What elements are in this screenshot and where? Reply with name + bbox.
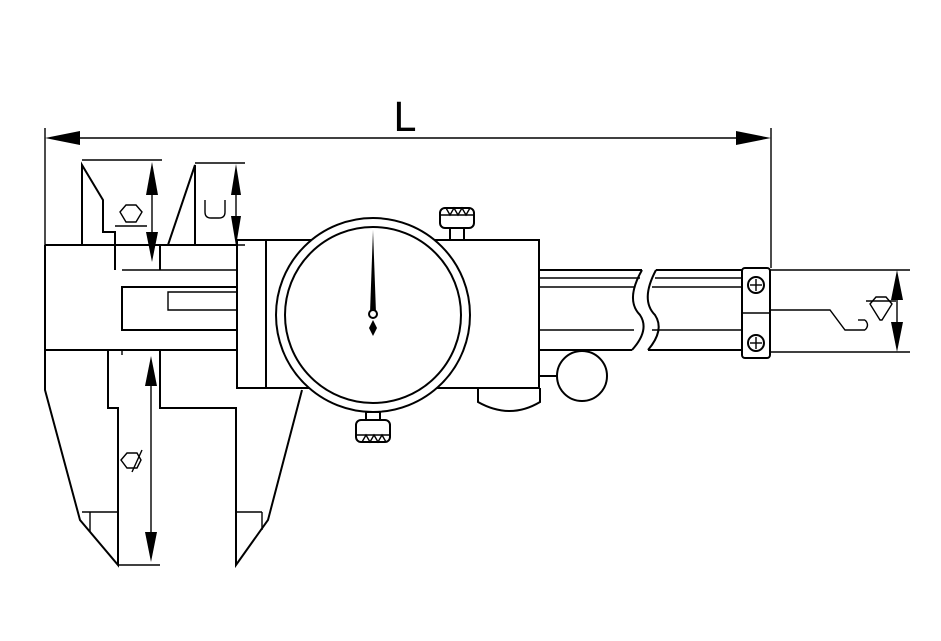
top-lock-screw (439, 206, 475, 241)
dial (275, 217, 471, 413)
dial-needle (370, 230, 376, 313)
movable-outside-jaw (159, 350, 303, 569)
outside-dimension (120, 356, 157, 562)
beam (44, 244, 237, 355)
beam-right (539, 269, 742, 351)
end-cap (741, 267, 771, 359)
depth-rod (770, 269, 910, 353)
thumb-wheel (539, 350, 608, 402)
dimension-label: L (393, 95, 416, 141)
outside-measure-symbol (120, 452, 142, 469)
depth-measure-symbol (869, 296, 893, 321)
step-measure-symbol (204, 200, 226, 219)
arrow-right (736, 131, 771, 145)
inside-dimensions (115, 162, 241, 262)
dimension-L: L (44, 95, 772, 268)
bottom-lock-screw (355, 411, 391, 444)
inside-measure-symbol (119, 204, 143, 223)
fixed-outside-jaw (44, 350, 160, 568)
needle-tail (369, 320, 377, 336)
arrow-left (45, 131, 80, 145)
end-screw-top (747, 276, 765, 294)
end-screw-bottom (747, 334, 765, 352)
fixed-inside-jaw (45, 159, 162, 270)
